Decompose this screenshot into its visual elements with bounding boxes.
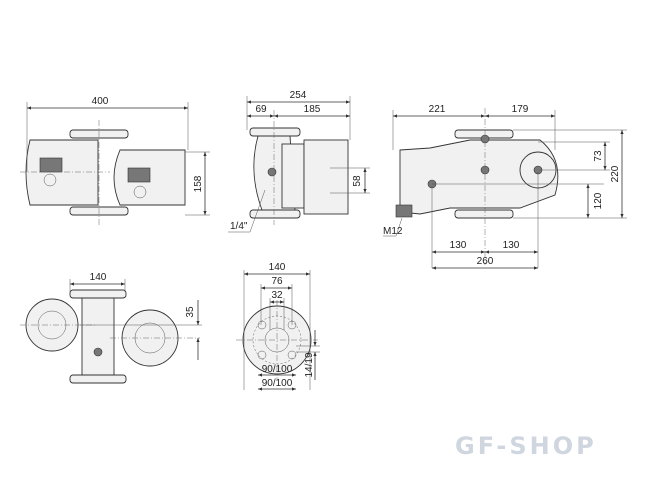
flange-pcd-dim-1: 90/100 [262,364,293,375]
side-right-dim: 185 [304,104,321,115]
front-height-dim: 158 [193,175,204,192]
watermark-logo: GF-SHOP [455,432,597,460]
bottom-view: 140 35 [20,272,202,384]
top-right-dim: 179 [512,104,529,115]
bottom-width-dim: 140 [90,272,107,283]
flange-outer-dim: 140 [269,262,286,273]
side-view: 254 69 185 58 1/4" [228,90,370,233]
flange-view: 140 76 32 90/100 90/100 14/19 [236,262,320,391]
side-total-dim: 254 [290,90,307,101]
top-total-dim: 260 [477,256,494,267]
dim-73: 73 [593,150,604,162]
front-width-dim: 400 [92,96,109,107]
top-view: 221 179 73 120 220 130 130 260 M12 [383,104,627,270]
flange-pcd-dim-2: 90/100 [262,378,293,389]
flange-hole-dim: 14/19 [304,352,315,377]
dim-120: 120 [593,192,604,209]
side-left-dim: 69 [255,104,267,115]
front-view: 400 158 [20,96,210,225]
side-offset-dim: 58 [352,175,363,187]
connector-label: M12 [383,226,403,237]
flange-bore-dim: 32 [271,290,283,301]
bottom-offset-dim: 35 [185,306,196,318]
top-left-dim: 221 [429,104,446,115]
half-right-dim: 130 [503,240,520,251]
flange-bolt-dim: 76 [271,276,283,287]
port-label: 1/4" [230,221,248,232]
half-left-dim: 130 [450,240,467,251]
dim-220: 220 [610,165,621,182]
